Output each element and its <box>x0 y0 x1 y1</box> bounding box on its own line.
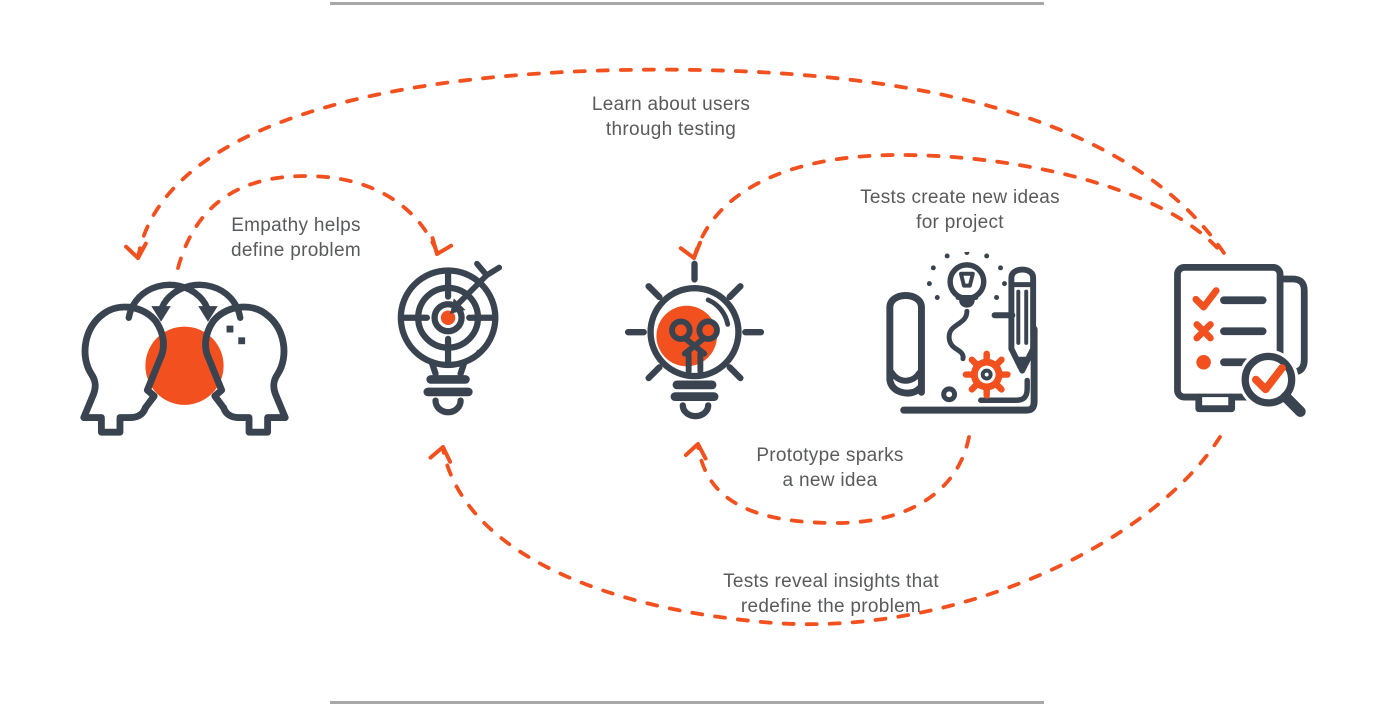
label-line: Tests create new ideas <box>860 187 1060 208</box>
arrow-tests-reveal-insights <box>428 435 1222 627</box>
label-tests-create-ideas: Tests create new ideas for project <box>860 185 1060 235</box>
prototype-icon <box>886 252 1038 414</box>
label-empathy-helps: Empathy helps define problem <box>231 213 361 263</box>
label-line: for project <box>916 212 1004 233</box>
test-icon <box>1174 264 1308 417</box>
label-learn-about-users: Learn about users through testing <box>592 92 750 142</box>
label-prototype-sparks: Prototype sparks a new idea <box>756 443 903 493</box>
label-line: define problem <box>231 240 361 261</box>
empathize-icon <box>80 281 289 436</box>
label-line: a new idea <box>782 470 878 491</box>
arrow-learn-about-users <box>124 67 1228 260</box>
label-line: Learn about users <box>591 94 751 115</box>
label-line: through testing <box>605 119 737 140</box>
arrow-empathy-defines <box>176 174 454 270</box>
arrow-prototype-sparks <box>683 435 971 525</box>
arrow-tests-create-ideas <box>678 153 1223 260</box>
label-tests-reveal-insights: Tests reveal insights that redefine the … <box>723 569 939 619</box>
top-divider-line <box>330 2 1044 5</box>
label-line: Empathy helps <box>231 215 361 236</box>
ideate-icon <box>624 260 765 420</box>
label-line: Prototype sparks <box>756 445 904 466</box>
define-icon <box>397 260 503 416</box>
label-line: Tests reveal insights that <box>723 571 939 592</box>
label-line: redefine the problem <box>740 596 922 617</box>
bottom-divider-line <box>330 701 1044 704</box>
